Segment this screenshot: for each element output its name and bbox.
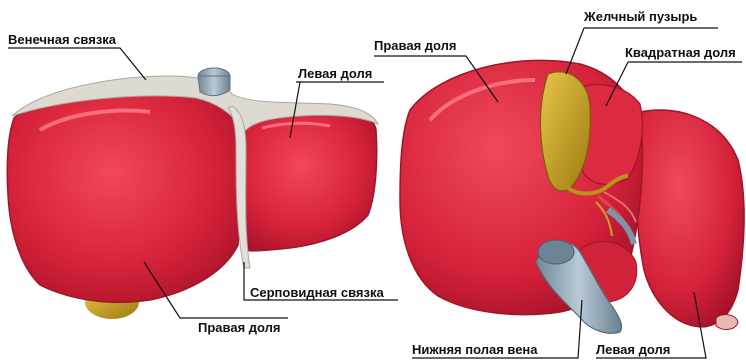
label-left-lobe-back: Левая доля bbox=[596, 342, 670, 357]
label-falciform-ligament: Серповидная связка bbox=[250, 285, 384, 300]
inferior-vena-cava-opening bbox=[538, 240, 574, 264]
label-coronary-ligament: Венечная связка bbox=[8, 32, 116, 47]
label-right-lobe-back: Правая доля bbox=[374, 38, 456, 53]
right-lobe-front-shape bbox=[7, 88, 239, 303]
left-lobe-back-shape bbox=[636, 110, 744, 327]
left-lobe-front-shape bbox=[239, 109, 377, 250]
label-right-lobe-front: Правая доля bbox=[198, 320, 280, 335]
liver-front-view bbox=[7, 68, 378, 319]
left-lobe-back-tip bbox=[716, 315, 738, 330]
leader-coronary-ligament bbox=[8, 48, 146, 80]
label-gallbladder: Желчный пузырь bbox=[584, 9, 697, 24]
label-left-lobe-front: Левая доля bbox=[298, 66, 372, 81]
label-quadrate-lobe: Квадратная доля bbox=[625, 45, 736, 60]
liver-inferior-view bbox=[400, 60, 744, 333]
label-inferior-vena-cava: Нижняя полая вена bbox=[412, 342, 538, 357]
vena-cava-top-body bbox=[198, 76, 230, 96]
